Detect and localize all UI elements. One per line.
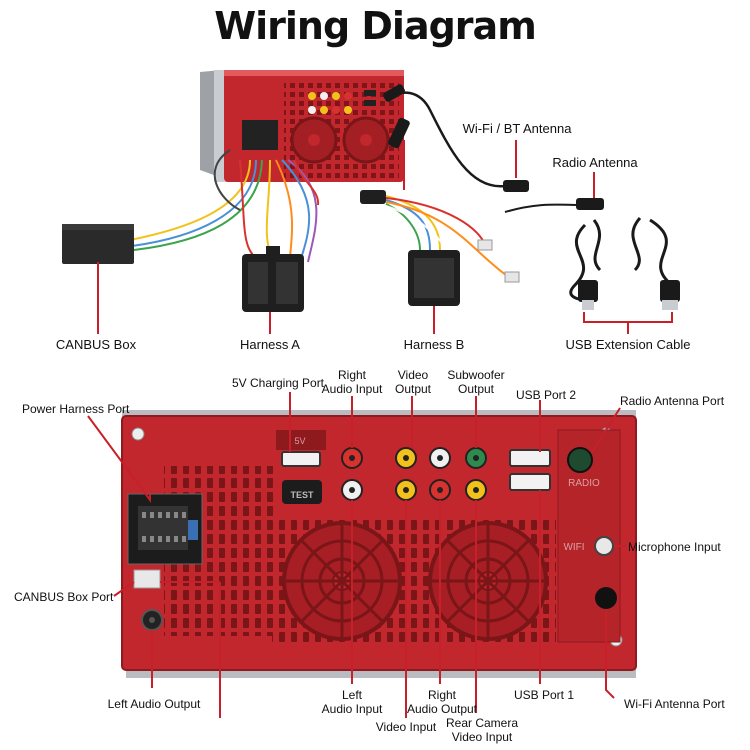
label-video-input: Video Input [375, 720, 437, 734]
diagram-title: Wiring Diagram [214, 4, 537, 48]
label-canbus-box-port: CANBUS Box Port [14, 590, 114, 604]
label-right-audio-output: Right Audio Output [406, 688, 478, 716]
marking-radio: RADIO [568, 478, 600, 489]
wire-bundle-a [129, 149, 320, 263]
marking-wifi: WIFI [563, 542, 584, 553]
label-harness-a: Harness A [240, 337, 300, 352]
label-usb-extension-cable: USB Extension Cable [565, 337, 691, 352]
marking-test: TEST [290, 490, 314, 500]
label-video-output: Video Output [394, 368, 432, 396]
head-unit-rear [121, 410, 637, 678]
label-wifi-antenna-port: Wi-Fi Antenna Port [624, 697, 725, 711]
label-wifi-bt-antenna: Wi-Fi / BT Antenna [462, 121, 572, 136]
label-microphone-input: Microphone Input [628, 540, 721, 554]
head-unit-top [200, 70, 404, 182]
label-subwoofer-output: Subwoofer Output [447, 368, 505, 396]
harness-b-image [360, 190, 520, 306]
label-harness-b: Harness B [403, 337, 465, 352]
label-radio-antenna: Radio Antenna [552, 155, 638, 170]
label-power-harness-port: Power Harness Port [22, 402, 130, 416]
label-left-audio-output: Left Audio Output [107, 697, 201, 711]
label-usb-port-1: USB Port 1 [513, 688, 575, 702]
label-usb-port-2: USB Port 2 [515, 388, 577, 402]
canbus-box-image [62, 224, 134, 264]
marking-5v: 5V [294, 436, 305, 446]
label-left-audio-input: Left Audio Input [321, 688, 383, 716]
label-canbus-box: CANBUS Box [55, 337, 137, 352]
label-rear-camera-video-input: Rear Camera Video Input [445, 716, 519, 744]
label-right-audio-input: Right Audio Input [321, 368, 383, 396]
harness-a-image [242, 246, 304, 312]
label-radio-antenna-port: Radio Antenna Port [619, 394, 725, 408]
label-5v-charging-port: 5V Charging Port [231, 376, 325, 390]
